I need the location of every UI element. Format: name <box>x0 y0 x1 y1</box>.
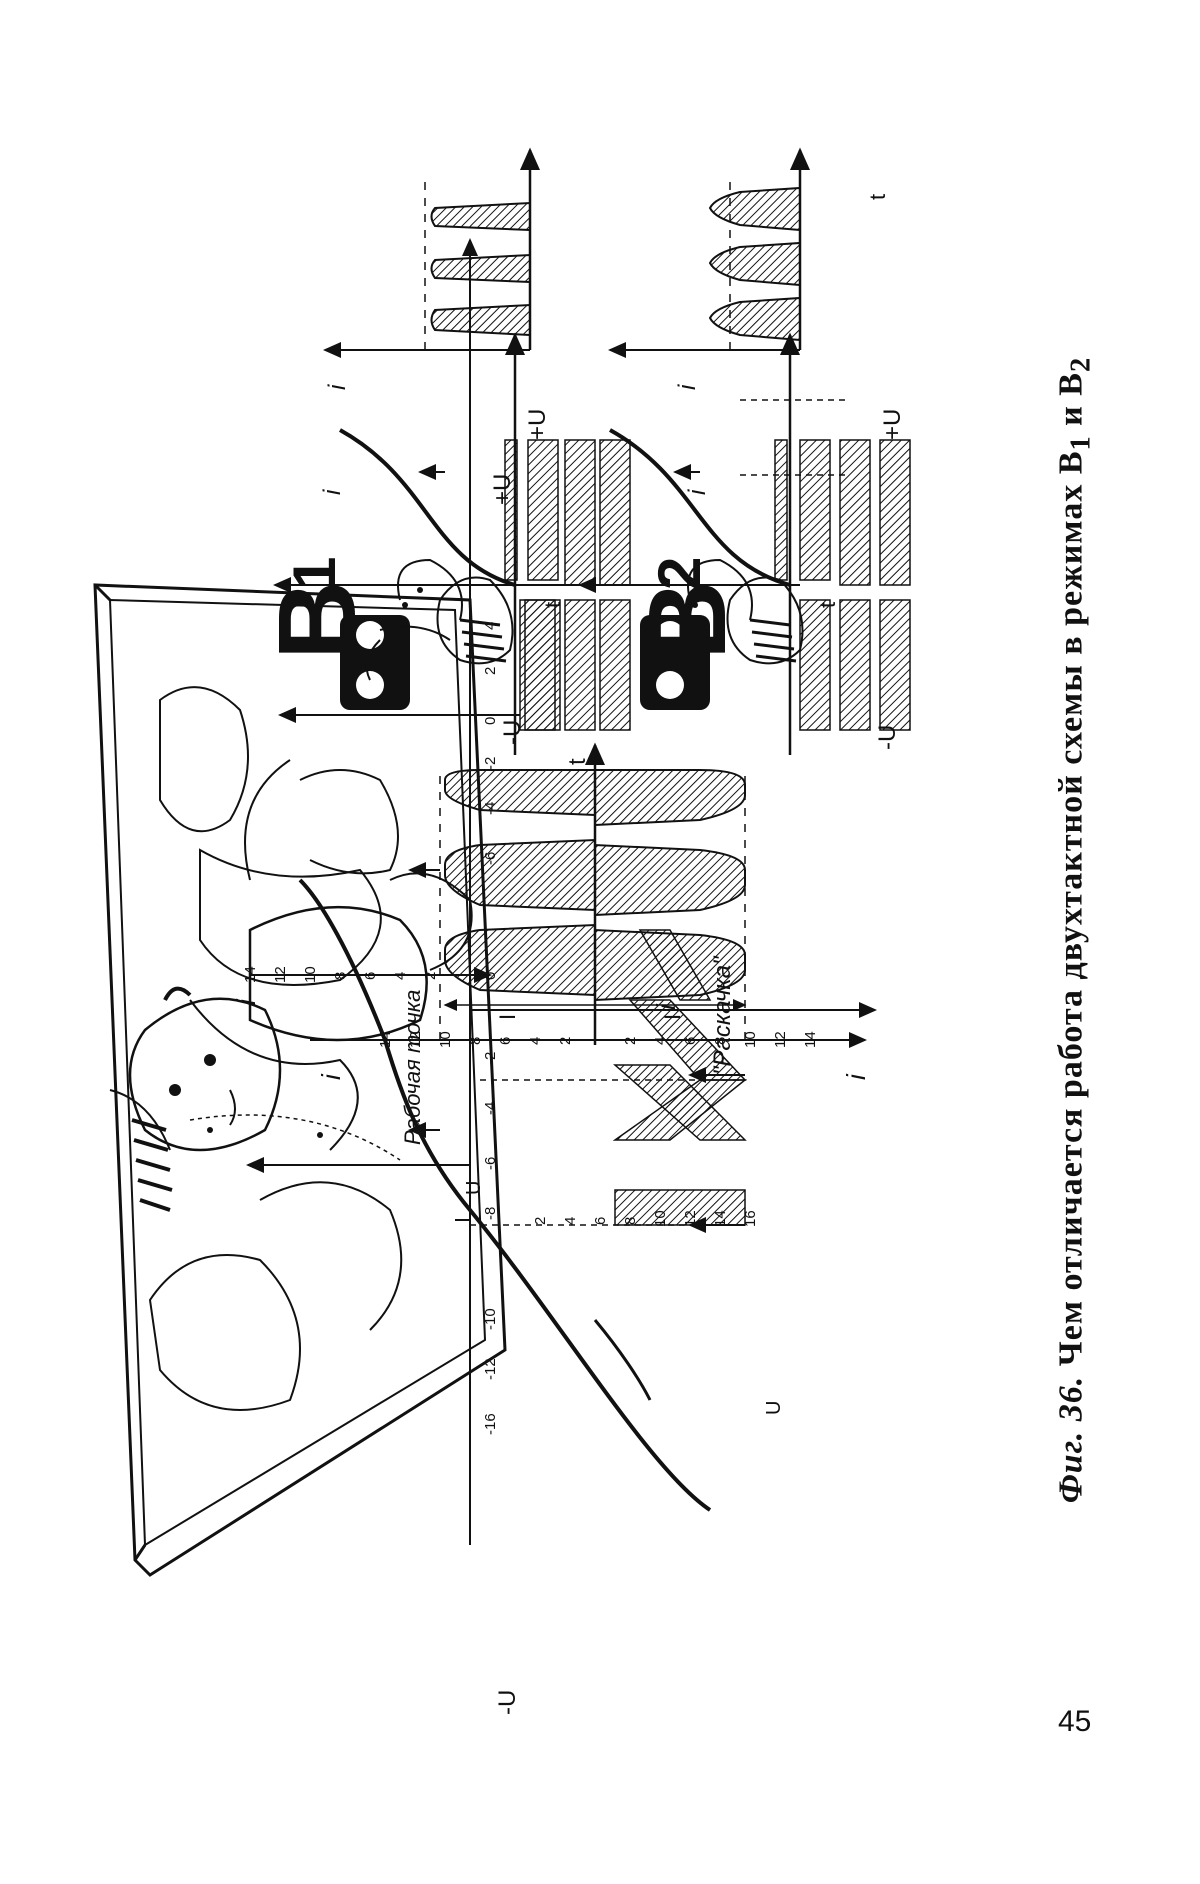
ia-tick-label: 4 <box>562 1217 579 1225</box>
ia-axis-bottom-label: i <box>651 1003 681 1010</box>
ia-tick-label: 12 <box>682 1210 699 1227</box>
output-tick: 4 <box>527 1037 544 1045</box>
ia-axis-top-label: i <box>231 998 261 1005</box>
output-ia-label-bottom: i <box>841 1073 871 1080</box>
ug-tick-label: -2 <box>482 757 499 770</box>
ug-tick-label: 2 <box>482 667 499 675</box>
ug-tick-label: 0 <box>482 717 499 725</box>
b1-output-ia-label: i <box>324 384 351 390</box>
output-ia-label-top: i <box>316 1073 346 1080</box>
ug0-label: U <box>463 1181 485 1195</box>
ia-tick-label: 14 <box>712 1210 729 1227</box>
caption-and: и В <box>1052 372 1090 426</box>
ug-tick-label: 4 <box>482 622 499 630</box>
b1-pulse <box>430 201 531 232</box>
b2-axis-neg-label: -U <box>874 725 901 750</box>
b1-digit: 1 <box>281 557 348 590</box>
output-tick: 10 <box>437 1031 454 1048</box>
ia-tick-label: 10 <box>302 966 319 983</box>
mode-b2-panel <box>578 147 911 755</box>
b1-ia-label: i <box>319 489 346 495</box>
b2-pulse <box>708 296 801 342</box>
caption-prefix: Фиг. 36. <box>1052 1375 1090 1504</box>
b2-letter: В <box>626 581 749 660</box>
output-tick: 12 <box>772 1031 789 1048</box>
ia-tick-label: 4 <box>392 972 409 980</box>
caption-sub2: 2 <box>1065 356 1097 373</box>
ia-tick-label: 6 <box>592 1217 609 1225</box>
b2-characteristic-curve <box>609 428 791 587</box>
b2-pulse <box>708 241 801 287</box>
b1-letter: В <box>256 581 379 660</box>
b1-pulse <box>430 253 531 284</box>
output-pulse <box>594 769 746 827</box>
output-pulse <box>444 769 596 817</box>
ug-tick-label: -2 <box>482 1052 499 1065</box>
output-tick: 4 <box>652 1037 669 1045</box>
output-pulse <box>594 928 746 1002</box>
page-number: 45 <box>1058 1705 1092 1738</box>
b1-axis-neg-label: -U <box>499 720 526 745</box>
ia-tick-label: 2 <box>532 1217 549 1225</box>
b1-characteristic-curve <box>339 428 516 587</box>
ia-tick-label: 10 <box>652 1210 669 1227</box>
mode-b1-labels: В 1 -U +U i t i <box>256 384 565 745</box>
ia-tick-label: 14 <box>242 966 259 983</box>
b1-t-label: t <box>540 602 565 608</box>
output-t-label: t <box>564 758 591 765</box>
b1-pulse <box>430 303 531 337</box>
b2-axis-pos-label: +U <box>879 409 906 440</box>
ia-tick-label: 6 <box>362 972 379 980</box>
output-tick: 12 <box>407 1031 424 1048</box>
ug-tick-label: -16 <box>482 1413 499 1435</box>
output-tick: 8 <box>712 1037 729 1045</box>
b2-ia-label: i <box>684 489 711 495</box>
output-wave-labels: i i t 2 4 6 8 10 12 14 2 4 6 8 10 12 14 … <box>316 758 871 1080</box>
output-tick: 6 <box>497 1037 514 1045</box>
output-wave-chart <box>310 742 867 1048</box>
ug-axis-negative-label: -U <box>494 1690 521 1715</box>
output-pulse <box>444 923 596 997</box>
b2-pulse <box>708 186 801 232</box>
ug-tick-label: -12 <box>482 1358 499 1380</box>
output-tick: 8 <box>467 1037 484 1045</box>
output-tick: 2 <box>557 1037 574 1045</box>
b2-cartoon-boy <box>640 558 804 710</box>
ia-tick-label: 16 <box>742 1210 759 1227</box>
b2-output-t-label: t <box>865 194 890 200</box>
ug-tick-label: -4 <box>482 1102 499 1115</box>
b1-cartoon-boy <box>340 558 514 710</box>
ia-tick-label: 8 <box>332 972 349 980</box>
ia-tick-label: 2 <box>422 972 439 980</box>
figure-caption: Фиг. 36. Чем отличается работа двухтактн… <box>1053 357 1098 1503</box>
working-point-label: Рабочая точка <box>400 990 425 1145</box>
umg-label: U <box>763 1401 785 1415</box>
ima2-label: I <box>660 1014 685 1020</box>
output-tick: 14 <box>377 1031 394 1048</box>
ug-tick-label: -10 <box>482 1308 499 1330</box>
cartoon-mirror-illustration <box>93 583 507 1577</box>
caption-sub1: 1 <box>1065 435 1097 451</box>
output-tick: 10 <box>742 1031 759 1048</box>
b2-t-label: t <box>815 602 840 608</box>
ia-tick-label: 12 <box>272 966 289 983</box>
output-tick: 2 <box>622 1037 639 1045</box>
b2-digit: 2 <box>646 557 713 590</box>
ug-tick-label: -8 <box>482 1207 499 1220</box>
b1-axis-pos-label: +U <box>524 409 551 440</box>
mode-b2-labels: В 2 -U +U i t i t <box>626 194 906 750</box>
output-tick: 6 <box>682 1037 699 1045</box>
output-tick: 14 <box>802 1031 819 1048</box>
ug-tick-label: -6 <box>482 1157 499 1170</box>
output-pulse <box>594 843 746 917</box>
ima1-label: I <box>495 1014 520 1020</box>
b2-output-ia-label: i <box>674 384 701 390</box>
caption-text: Чем отличается работа двухтактной схемы … <box>1052 450 1090 1367</box>
transfer-curve <box>298 878 712 1512</box>
output-pulse <box>444 838 596 912</box>
ia-tick-label: 8 <box>622 1217 639 1225</box>
